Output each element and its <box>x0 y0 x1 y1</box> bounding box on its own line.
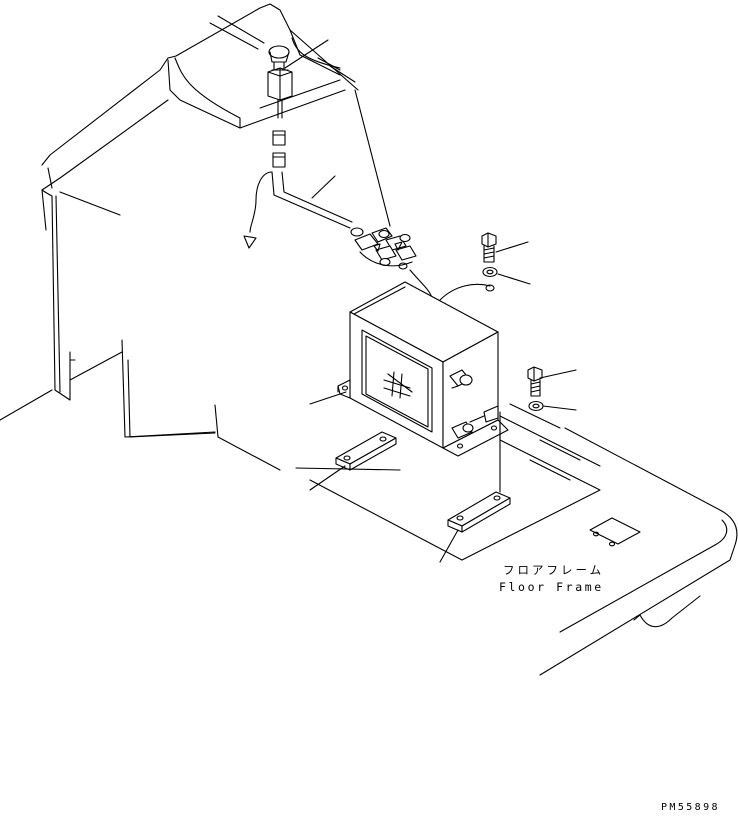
bolt-lower <box>528 367 542 396</box>
switch-assembly <box>268 46 292 167</box>
part-code: PM55898 <box>661 802 720 813</box>
washer-lower <box>529 402 543 411</box>
connector-set <box>351 228 416 269</box>
wire-harness <box>244 172 494 300</box>
washer-upper <box>483 268 497 277</box>
bracket-plate-left <box>336 432 396 470</box>
floor-frame-label-en: Floor Frame <box>499 580 604 594</box>
bolt-upper <box>482 233 496 262</box>
bracket-plate-right <box>448 492 510 532</box>
controller-box <box>338 282 508 456</box>
floor-frame <box>296 404 737 675</box>
floor-frame-label-jp: フロアフレーム <box>503 563 605 577</box>
cab-console <box>0 4 358 470</box>
leader-lines <box>285 40 576 562</box>
